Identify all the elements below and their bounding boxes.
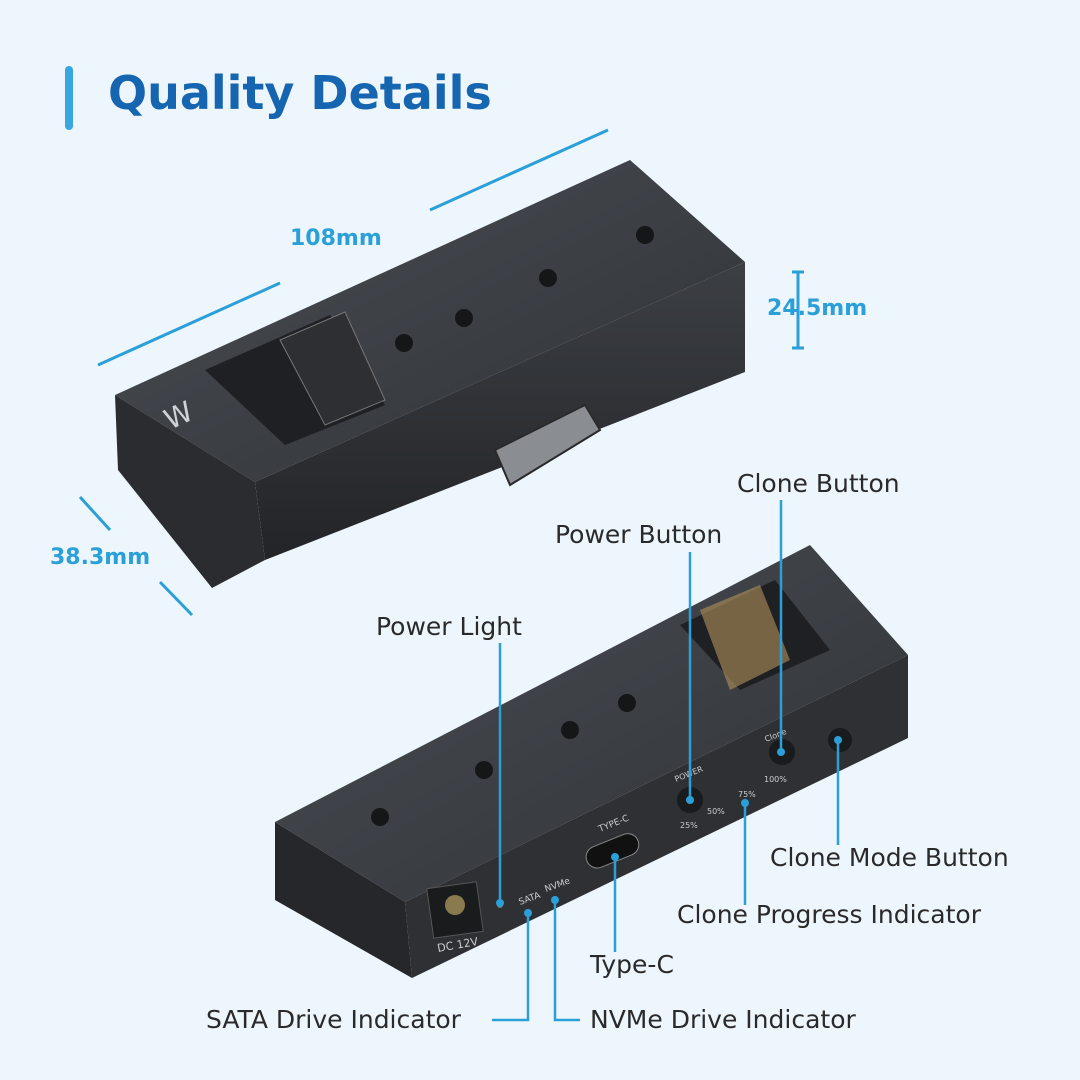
dot [524, 909, 532, 917]
page-title: Quality Details [108, 66, 492, 120]
callout-power-button: Power Button [555, 520, 723, 549]
device-top-view: W [115, 160, 745, 588]
screw-hole [395, 334, 413, 352]
device-side-face [255, 262, 745, 560]
device-end-face [275, 822, 412, 978]
length-line-right [429, 128, 609, 212]
dc-jack-pin [445, 895, 465, 915]
dot [741, 799, 749, 807]
sata-connector [493, 403, 602, 487]
dot [777, 748, 785, 756]
callout-type-c: Type-C [590, 950, 674, 979]
height-dimension: 24.5mm [767, 296, 868, 321]
width-dimension: 38.3mm [50, 545, 151, 570]
screw-hole [475, 761, 493, 779]
callout-nvme-indicator: NVMe Drive Indicator [590, 1005, 856, 1034]
dot [834, 736, 842, 744]
screw-hole [539, 269, 557, 287]
dot [611, 853, 619, 861]
dot [551, 896, 559, 904]
length-dimension: 108mm [290, 226, 382, 251]
leader-sata [492, 913, 530, 1022]
screw-hole [455, 309, 473, 327]
device-front-view: DC 12V TYPE-C SATA NVMe POWER Clone 25% … [275, 545, 908, 978]
width-line-bottom [158, 580, 194, 617]
length-line-left [97, 281, 281, 367]
screw-hole [371, 808, 389, 826]
progress-25: 25% [680, 821, 698, 830]
type-c-port [585, 833, 640, 869]
width-line-top [78, 495, 112, 532]
screw-hole [618, 694, 636, 712]
callout-clone-mode-button: Clone Mode Button [770, 843, 1009, 872]
progress-75: 75% [738, 790, 756, 799]
pcie-connector [700, 585, 790, 690]
callout-sata-indicator: SATA Drive Indicator [206, 1005, 461, 1034]
progress-50: 50% [707, 807, 725, 816]
screw-hole [636, 226, 654, 244]
leader-lines [492, 500, 840, 1022]
device-end-face [115, 395, 265, 588]
screw-hole [561, 721, 579, 739]
dot [686, 796, 694, 804]
dimension-lines [78, 128, 804, 617]
callout-power-light: Power Light [376, 612, 522, 641]
progress-100: 100% [764, 775, 787, 784]
callout-clone-progress: Clone Progress Indicator [677, 900, 981, 929]
nvme-label-plate [279, 311, 386, 426]
title-accent-bar [65, 66, 73, 130]
leader-dots [496, 736, 842, 917]
leader-nvme [553, 900, 580, 1022]
callout-clone-button: Clone Button [737, 469, 900, 498]
dot [496, 899, 504, 907]
